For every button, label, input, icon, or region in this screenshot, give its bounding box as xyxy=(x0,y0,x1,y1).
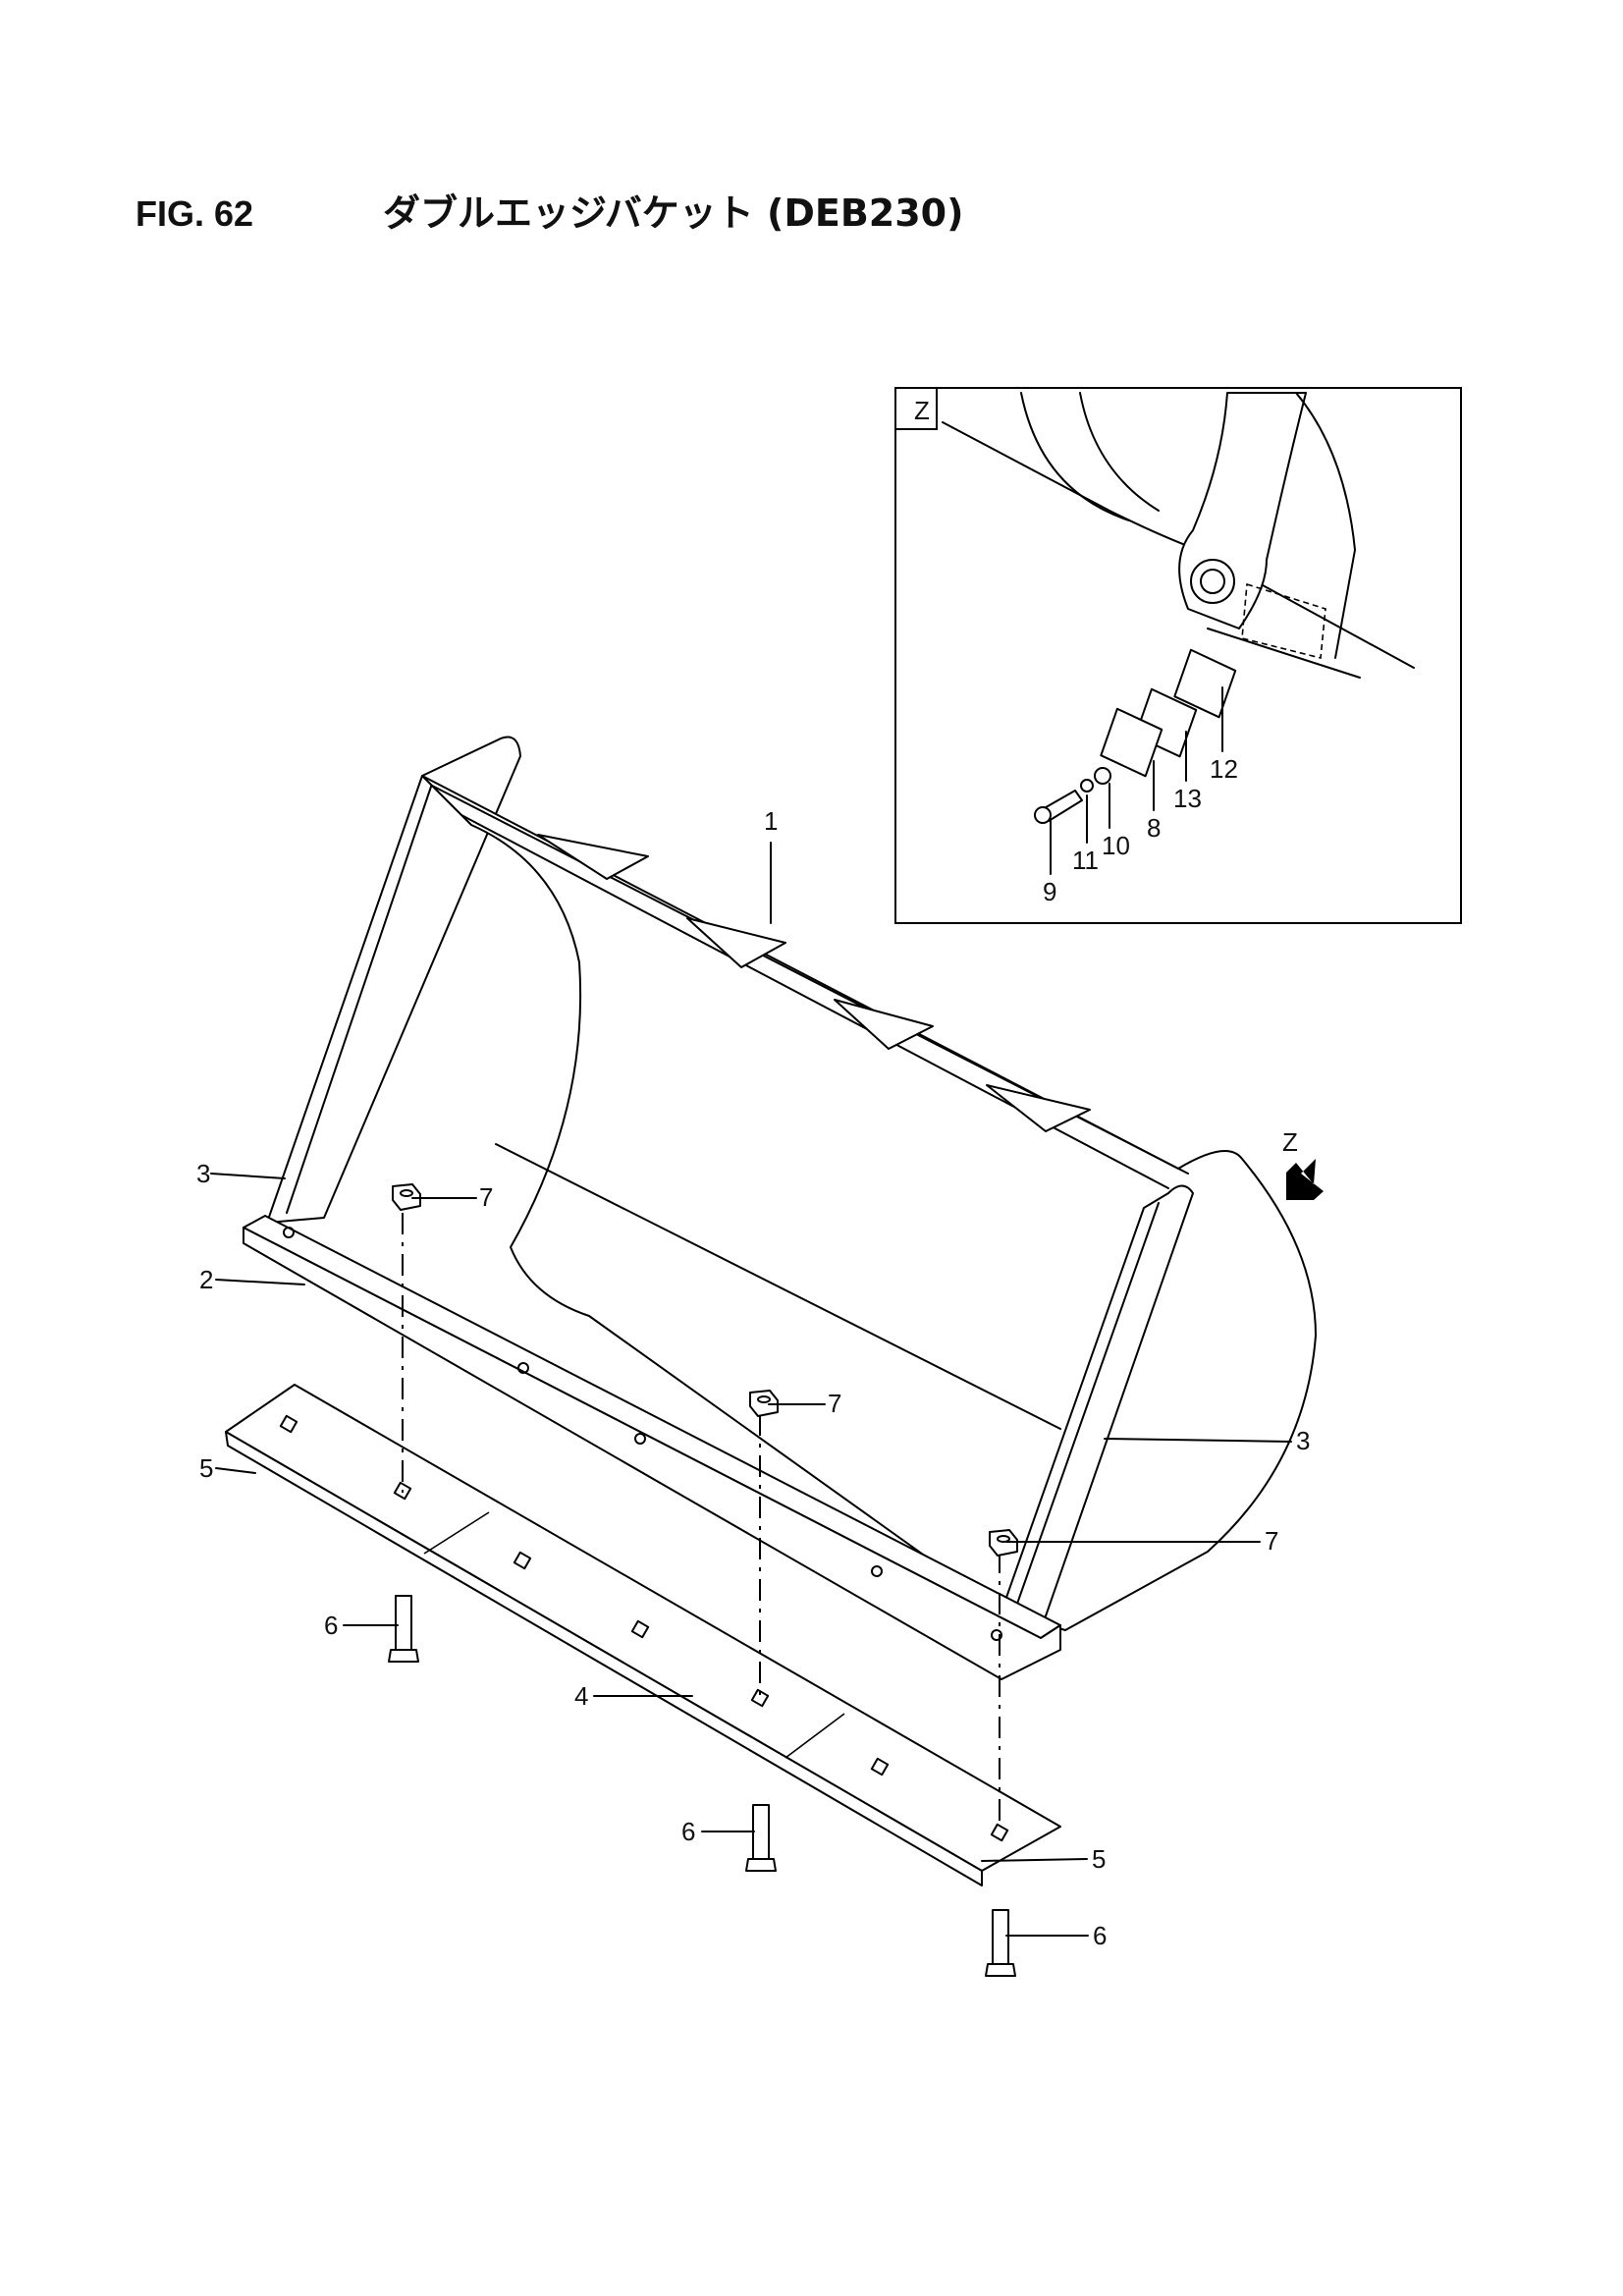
callout-9: 9 xyxy=(1043,877,1056,906)
callout-6-b: 6 xyxy=(681,1817,695,1846)
callout-7-a: 7 xyxy=(479,1182,493,1212)
edge-hole xyxy=(283,1227,295,1238)
detail-inset xyxy=(894,387,1462,924)
callout-6-a: 6 xyxy=(324,1611,338,1640)
view-arrow-icon xyxy=(1286,1159,1324,1200)
back-slot-1 xyxy=(537,834,649,880)
callout-7-b: 7 xyxy=(828,1389,841,1418)
nut-icon xyxy=(749,1390,779,1417)
cutting-edge-front xyxy=(243,1227,1061,1680)
back-slot-3 xyxy=(834,999,934,1050)
callout-2: 2 xyxy=(199,1265,213,1294)
callout-1: 1 xyxy=(764,806,778,836)
segment-divider xyxy=(784,1713,845,1759)
callout-6-c: 6 xyxy=(1093,1921,1107,1950)
figure-title: ダブルエッジバケット (DEB230) xyxy=(383,191,964,235)
inset-bottom-edge xyxy=(1207,628,1361,679)
callout-11: 11 xyxy=(1072,846,1099,875)
edge-hole xyxy=(517,1362,529,1374)
callout-7-c: 7 xyxy=(1265,1526,1278,1556)
bolt-icon xyxy=(745,1804,777,1872)
segment-divider xyxy=(423,1511,490,1555)
callout-5-right: 5 xyxy=(1092,1844,1106,1874)
callout-10: 10 xyxy=(1102,831,1130,860)
nut-icon xyxy=(392,1183,421,1211)
view-indicator-label: Z xyxy=(1282,1127,1298,1157)
washer-10 xyxy=(1094,767,1111,785)
left-side-plate-edge xyxy=(286,783,433,1214)
edge-square-hole xyxy=(990,1823,1009,1842)
centre-lines xyxy=(402,1213,1001,1827)
bucket-floor-line xyxy=(495,1143,1061,1430)
callout-3-left: 3 xyxy=(196,1159,210,1188)
edge-square-hole xyxy=(393,1481,412,1501)
inset-pin-boss xyxy=(1190,559,1235,604)
callout-4: 4 xyxy=(574,1681,588,1711)
callout-3-right: 3 xyxy=(1296,1426,1310,1455)
callout-12: 12 xyxy=(1210,754,1238,784)
bucket-drawing xyxy=(243,736,1317,1680)
inset-arm-edge xyxy=(1295,392,1356,659)
edge-hole xyxy=(991,1629,1002,1641)
inset-bucket-curve xyxy=(1020,392,1130,521)
right-side-plate-edge xyxy=(1010,1202,1160,1621)
back-slot-4 xyxy=(986,1084,1091,1132)
inset-bucket-curve xyxy=(1079,392,1160,512)
callout-8: 8 xyxy=(1147,813,1161,843)
figure-header: FIG. 62 ダブルエッジバケット (DEB230) xyxy=(135,183,963,237)
edge-square-hole xyxy=(870,1757,890,1777)
bolt-icon xyxy=(985,1909,1016,1977)
figure-number: FIG. 62 xyxy=(135,193,254,234)
left-side-plate xyxy=(266,736,521,1224)
edge-hole xyxy=(634,1433,646,1445)
lock-washer-11 xyxy=(1080,779,1094,793)
callout-5-left: 5 xyxy=(199,1453,213,1483)
inset-hidden-plate xyxy=(1241,582,1326,660)
leader-lines xyxy=(210,686,1292,1937)
edge-square-hole xyxy=(750,1688,770,1708)
bolt-icon xyxy=(388,1595,419,1663)
nut-icon xyxy=(989,1529,1018,1557)
wear-plate-8 xyxy=(1100,707,1163,778)
edge-square-hole xyxy=(630,1619,650,1639)
edge-plate-front xyxy=(225,1431,983,1886)
edge-square-hole xyxy=(513,1551,532,1570)
bolt-on-edge xyxy=(225,1384,1061,1886)
shim-plate-12 xyxy=(1173,648,1237,719)
inset-label: Z xyxy=(914,396,930,425)
back-slot-2 xyxy=(686,917,786,968)
edge-square-hole xyxy=(279,1414,298,1434)
edge-hole xyxy=(871,1565,883,1577)
callout-13: 13 xyxy=(1173,784,1202,813)
